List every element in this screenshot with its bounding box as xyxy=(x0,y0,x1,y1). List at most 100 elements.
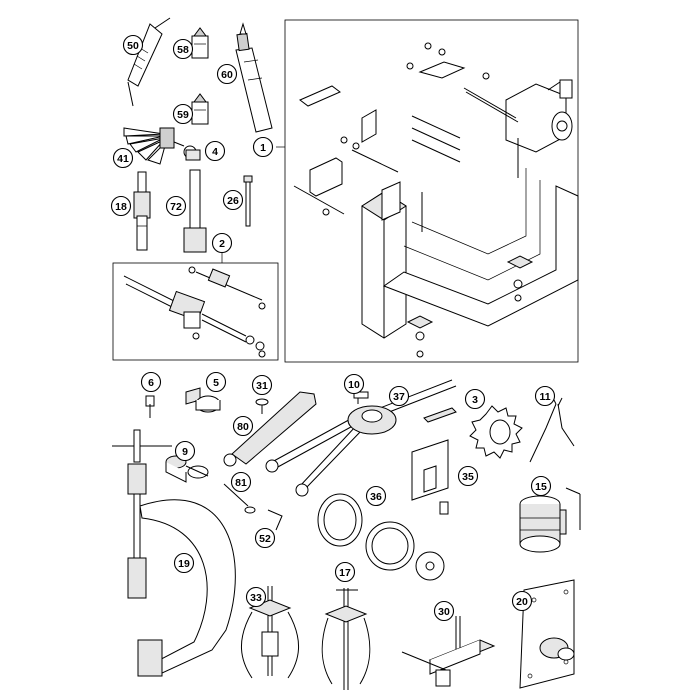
engine-stand-frame-box xyxy=(284,19,579,363)
callout-52: 52 xyxy=(254,527,276,549)
callout-number: 50 xyxy=(127,40,139,52)
screw-10 xyxy=(353,391,369,404)
callout-circle xyxy=(534,385,556,407)
callout-circle xyxy=(216,63,238,85)
callout-number: 33 xyxy=(250,592,262,604)
callout-72: 72 xyxy=(165,195,187,217)
callout-number: 52 xyxy=(259,533,271,545)
ratchet-gear-3 xyxy=(469,405,523,459)
callout-circle xyxy=(205,371,227,393)
callout-number: 18 xyxy=(115,201,127,213)
callout-number: 1 xyxy=(260,142,266,154)
callout-number: 15 xyxy=(535,481,547,493)
wrench-80 xyxy=(223,391,317,467)
callout-circle xyxy=(232,415,254,437)
callout-9: 9 xyxy=(174,440,196,462)
callout-circle xyxy=(245,586,267,608)
callout-circle xyxy=(251,374,273,396)
callout-number: 72 xyxy=(170,201,182,213)
callout-number: 17 xyxy=(339,567,351,579)
callout-number: 35 xyxy=(462,471,474,483)
callout-circle xyxy=(457,465,479,487)
callout-circle xyxy=(173,552,195,574)
feeler-gauge-41 xyxy=(123,127,175,165)
flywheel-holder-37 xyxy=(265,379,457,497)
callout-81: 81 xyxy=(230,471,252,493)
callout-number: 60 xyxy=(221,69,233,81)
callout-circle xyxy=(122,34,144,56)
callout-circle xyxy=(222,189,244,211)
callout-number: 9 xyxy=(182,446,188,458)
bearing-puller-17 xyxy=(321,588,371,690)
callout-circle xyxy=(254,527,276,549)
callout-58: 58 xyxy=(172,38,194,60)
callout-circle xyxy=(140,371,162,393)
grease-tube-small-58 xyxy=(191,27,209,59)
piston-ring-compressor-15 xyxy=(519,487,581,553)
callout-1: 1 xyxy=(252,136,274,158)
callout-20: 20 xyxy=(511,590,533,612)
callout-30: 30 xyxy=(433,600,455,622)
callout-circle xyxy=(433,600,455,622)
callout-circle xyxy=(172,103,194,125)
callout-circle xyxy=(211,232,233,254)
bushing-5 xyxy=(185,387,221,413)
callout-circle xyxy=(172,38,194,60)
callout-6: 6 xyxy=(140,371,162,393)
callout-number: 10 xyxy=(348,379,360,391)
sealant-tube-60 xyxy=(235,22,273,133)
callout-circle xyxy=(388,385,410,407)
callout-37: 37 xyxy=(388,385,410,407)
callout-10: 10 xyxy=(343,373,365,395)
syringe-drawing xyxy=(127,17,171,107)
callout-number: 2 xyxy=(219,238,225,250)
small-tool-4 xyxy=(173,141,201,161)
callout-circle xyxy=(511,590,533,612)
callout-circle xyxy=(165,195,187,217)
ring-compressor-36 xyxy=(317,493,445,581)
screw-31 xyxy=(255,398,269,414)
callout-15: 15 xyxy=(530,475,552,497)
callout-number: 30 xyxy=(438,606,450,618)
callout-circle xyxy=(112,147,134,169)
callout-circle xyxy=(204,140,226,162)
callout-11: 11 xyxy=(534,385,556,407)
callout-60: 60 xyxy=(216,63,238,85)
pin-81 xyxy=(223,483,256,514)
callout-circle xyxy=(530,475,552,497)
callout-number: 3 xyxy=(472,394,478,406)
callout-41: 41 xyxy=(112,147,134,169)
press-tool-30 xyxy=(401,616,496,687)
valve-spring-compressor-19 xyxy=(112,429,236,677)
callout-number: 81 xyxy=(235,477,247,489)
callout-number: 59 xyxy=(177,109,189,121)
callout-4: 4 xyxy=(204,140,226,162)
callout-number: 20 xyxy=(516,596,528,608)
callout-2: 2 xyxy=(211,232,233,254)
callout-number: 80 xyxy=(237,421,249,433)
callout-80: 80 xyxy=(232,415,254,437)
slide-hammer-18 xyxy=(133,171,151,251)
callout-circle xyxy=(110,195,132,217)
tap-handle-6 xyxy=(145,395,155,418)
callout-5: 5 xyxy=(205,371,227,393)
puller-set-2 xyxy=(123,266,266,358)
engine-stand-1 xyxy=(293,42,579,358)
puller-set-frame-box xyxy=(112,262,279,361)
callout-59: 59 xyxy=(172,103,194,125)
callout-36: 36 xyxy=(365,485,387,507)
pin-tool-26 xyxy=(243,175,253,227)
callout-circle xyxy=(464,388,486,410)
callout-19: 19 xyxy=(173,552,195,574)
callout-circle xyxy=(365,485,387,507)
circlip-pliers-11 xyxy=(529,395,575,463)
callout-3: 3 xyxy=(464,388,486,410)
callout-number: 6 xyxy=(148,377,154,389)
callout-31: 31 xyxy=(251,374,273,396)
callout-50: 50 xyxy=(122,34,144,56)
callout-circle xyxy=(334,561,356,583)
callout-number: 31 xyxy=(256,380,268,392)
callout-number: 58 xyxy=(177,44,189,56)
engine-mount-plate-20 xyxy=(519,579,575,689)
